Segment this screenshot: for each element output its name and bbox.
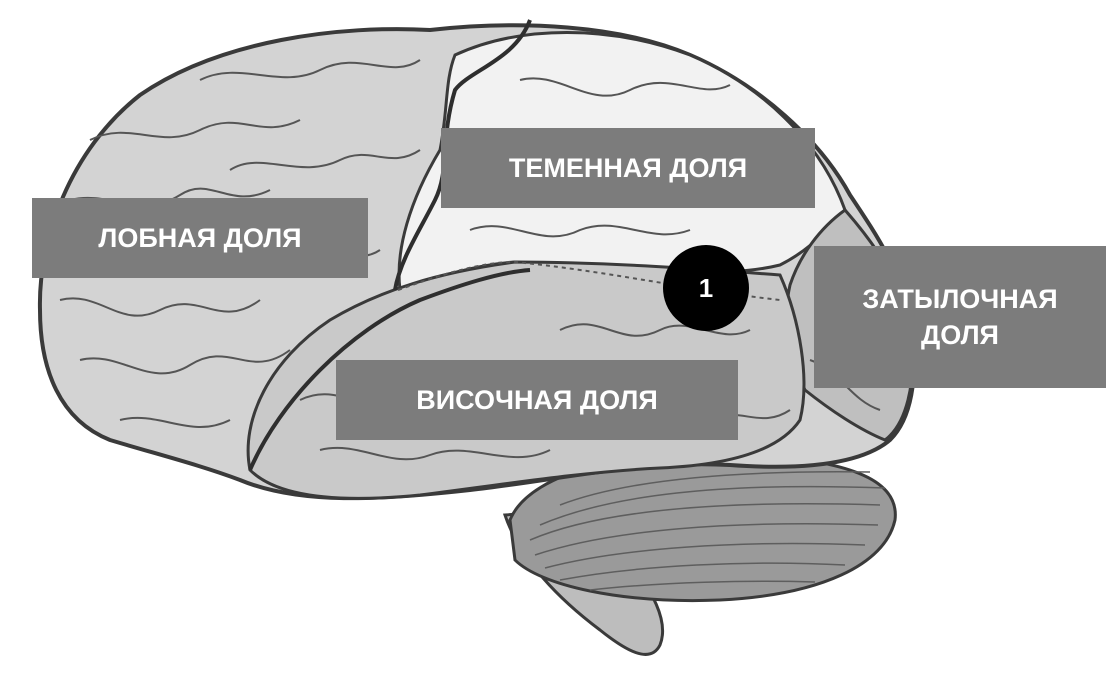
parietal-lobe-label: ТЕМЕННАЯ ДОЛЯ xyxy=(441,128,815,208)
parietal-lobe-label-text: ТЕМЕННАЯ ДОЛЯ xyxy=(509,150,747,186)
frontal-lobe-label-text: ЛОБНАЯ ДОЛЯ xyxy=(98,220,301,256)
frontal-lobe-label: ЛОБНАЯ ДОЛЯ xyxy=(32,198,368,278)
region-marker-1: 1 xyxy=(663,245,749,331)
temporal-lobe-label: ВИСОЧНАЯ ДОЛЯ xyxy=(336,360,738,440)
occipital-lobe-label-line2: ДОЛЯ xyxy=(921,317,999,353)
temporal-lobe-label-text: ВИСОЧНАЯ ДОЛЯ xyxy=(416,382,658,418)
region-marker-number: 1 xyxy=(699,273,713,304)
occipital-lobe-label: ЗАТЫЛОЧНАЯ ДОЛЯ xyxy=(814,246,1106,388)
occipital-lobe-label-line1: ЗАТЫЛОЧНАЯ xyxy=(862,281,1057,317)
